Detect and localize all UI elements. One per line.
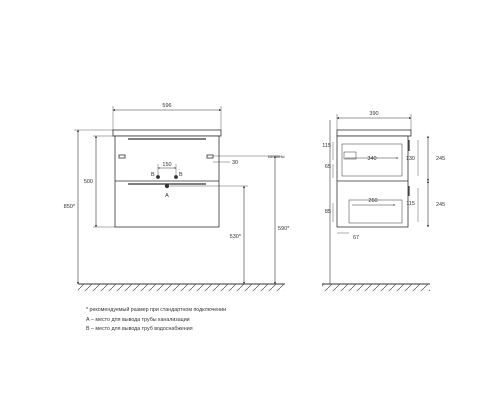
marker-a: A (165, 193, 169, 199)
side-countertop (336, 129, 412, 137)
right-upper-label: 130 (406, 156, 415, 162)
depth-label: 390 (369, 111, 378, 117)
right-lower-label: 115 (406, 201, 415, 207)
side-body (336, 135, 409, 228)
front-view (74, 106, 285, 291)
lower-inner-label: 260 (368, 198, 377, 204)
side-connector-left (118, 154, 126, 159)
note-drain: А – место для вывода трубы канализации (86, 316, 190, 323)
upper-gap-label: 65 (325, 164, 331, 170)
notes: * рекомендуемый размер при стандартном п… (86, 306, 226, 335)
floor-hatch-side (322, 284, 430, 291)
outlet-height-a-label: 530* (230, 234, 242, 240)
note-recommended: * рекомендуемый размер при стандартном п… (86, 307, 227, 313)
outlet-height-b-label: 590* (278, 226, 290, 232)
cabinet-body (114, 135, 220, 228)
note-water: В – место для вывода труб водоснабжения (86, 326, 193, 332)
marker-b-left: B (151, 172, 155, 178)
side-note: колонны (268, 154, 285, 159)
side-view (322, 114, 430, 291)
lower-compartment (348, 199, 403, 224)
side-connector-right (206, 154, 214, 159)
right-lower-total: 245 (436, 202, 445, 208)
drain-outlet (164, 183, 170, 189)
upper-compartment (341, 143, 403, 177)
top-gap-label: 115 (322, 143, 331, 149)
lower-gap-label: 85 (325, 209, 331, 215)
bottom-offset-label: 67 (353, 235, 359, 241)
total-height-label: 850* (64, 204, 76, 210)
upper-pipe-box (343, 151, 357, 160)
side-offset-label: 30 (232, 160, 238, 166)
pipe-spacing-label: 150 (162, 162, 171, 168)
marker-b-right: B (179, 172, 183, 178)
upper-inner-label: 340 (367, 156, 376, 162)
countertop (112, 129, 222, 137)
right-upper-total: 245 (436, 156, 445, 162)
height-label: 500 (84, 179, 93, 185)
width-label: 596 (162, 103, 171, 109)
floor-hatch (78, 284, 285, 291)
